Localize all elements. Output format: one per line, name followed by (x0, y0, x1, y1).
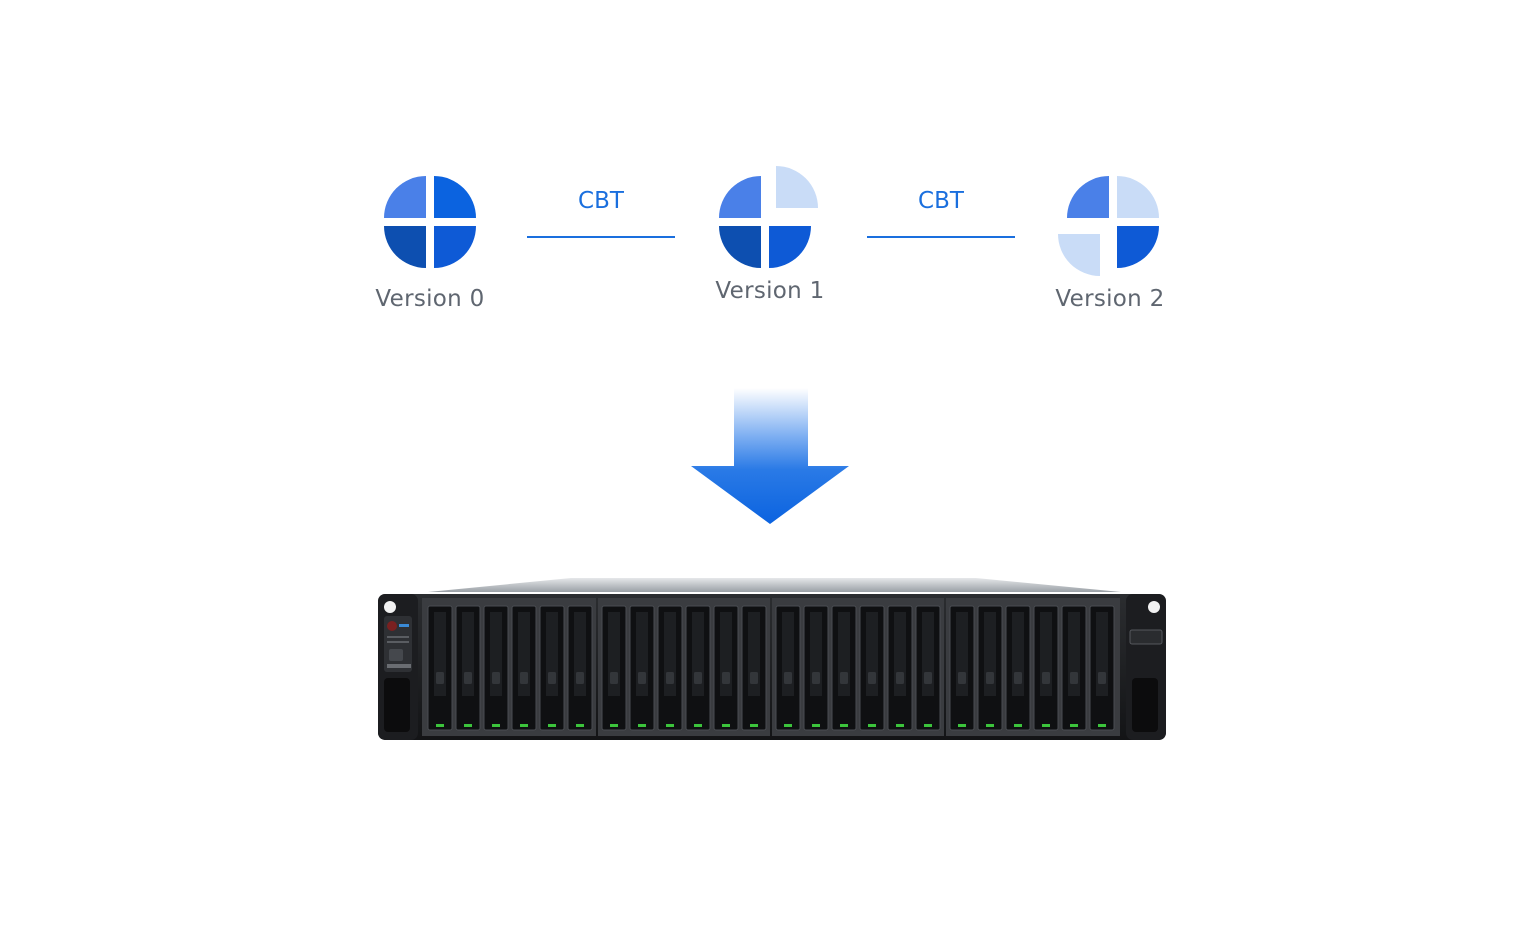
drive-bay (567, 605, 593, 731)
drive-bay (1033, 605, 1059, 731)
drive-bay (741, 605, 767, 731)
cbt-label-1: CBT (578, 188, 624, 214)
version-0-label: Version 0 (375, 286, 485, 312)
drive-bay (887, 605, 913, 731)
drive-bay (775, 605, 801, 731)
version-0: Version 0 (330, 176, 530, 312)
cbt-connector-1: CBT (527, 186, 675, 238)
drive-bay (859, 605, 885, 731)
drive-bay (803, 605, 829, 731)
drive-bay (511, 605, 537, 731)
nas-rack-server-image (378, 578, 1166, 740)
drive-bay (1061, 605, 1087, 731)
drive-bay (657, 605, 683, 731)
drive-bay (483, 605, 509, 731)
cbt-line-1 (527, 236, 675, 238)
cbt-connector-2: CBT (867, 186, 1015, 238)
version-1-disk-icon (719, 166, 818, 268)
drive-bay (915, 605, 941, 731)
drive-bay (685, 605, 711, 731)
drive-bay (539, 605, 565, 731)
drive-bay (601, 605, 627, 731)
drive-bay (949, 605, 975, 731)
version-1: Version 1 (670, 166, 870, 304)
drive-bay (455, 605, 481, 731)
cbt-label-2: CBT (918, 188, 964, 214)
drive-bay (831, 605, 857, 731)
version-2-disk-icon (1058, 176, 1159, 276)
drive-bay (977, 605, 1003, 731)
drive-bay (629, 605, 655, 731)
version-2: Version 2 (1010, 176, 1210, 312)
drive-bay (1005, 605, 1031, 731)
version-2-label: Version 2 (1055, 286, 1165, 312)
version-1-label: Version 1 (715, 278, 825, 304)
drive-bay (713, 605, 739, 731)
cbt-line-2 (867, 236, 1015, 238)
down-arrow-icon (691, 388, 849, 524)
drive-bay (1089, 605, 1115, 731)
version-0-disk-icon (384, 176, 476, 268)
drive-bay (427, 605, 453, 731)
